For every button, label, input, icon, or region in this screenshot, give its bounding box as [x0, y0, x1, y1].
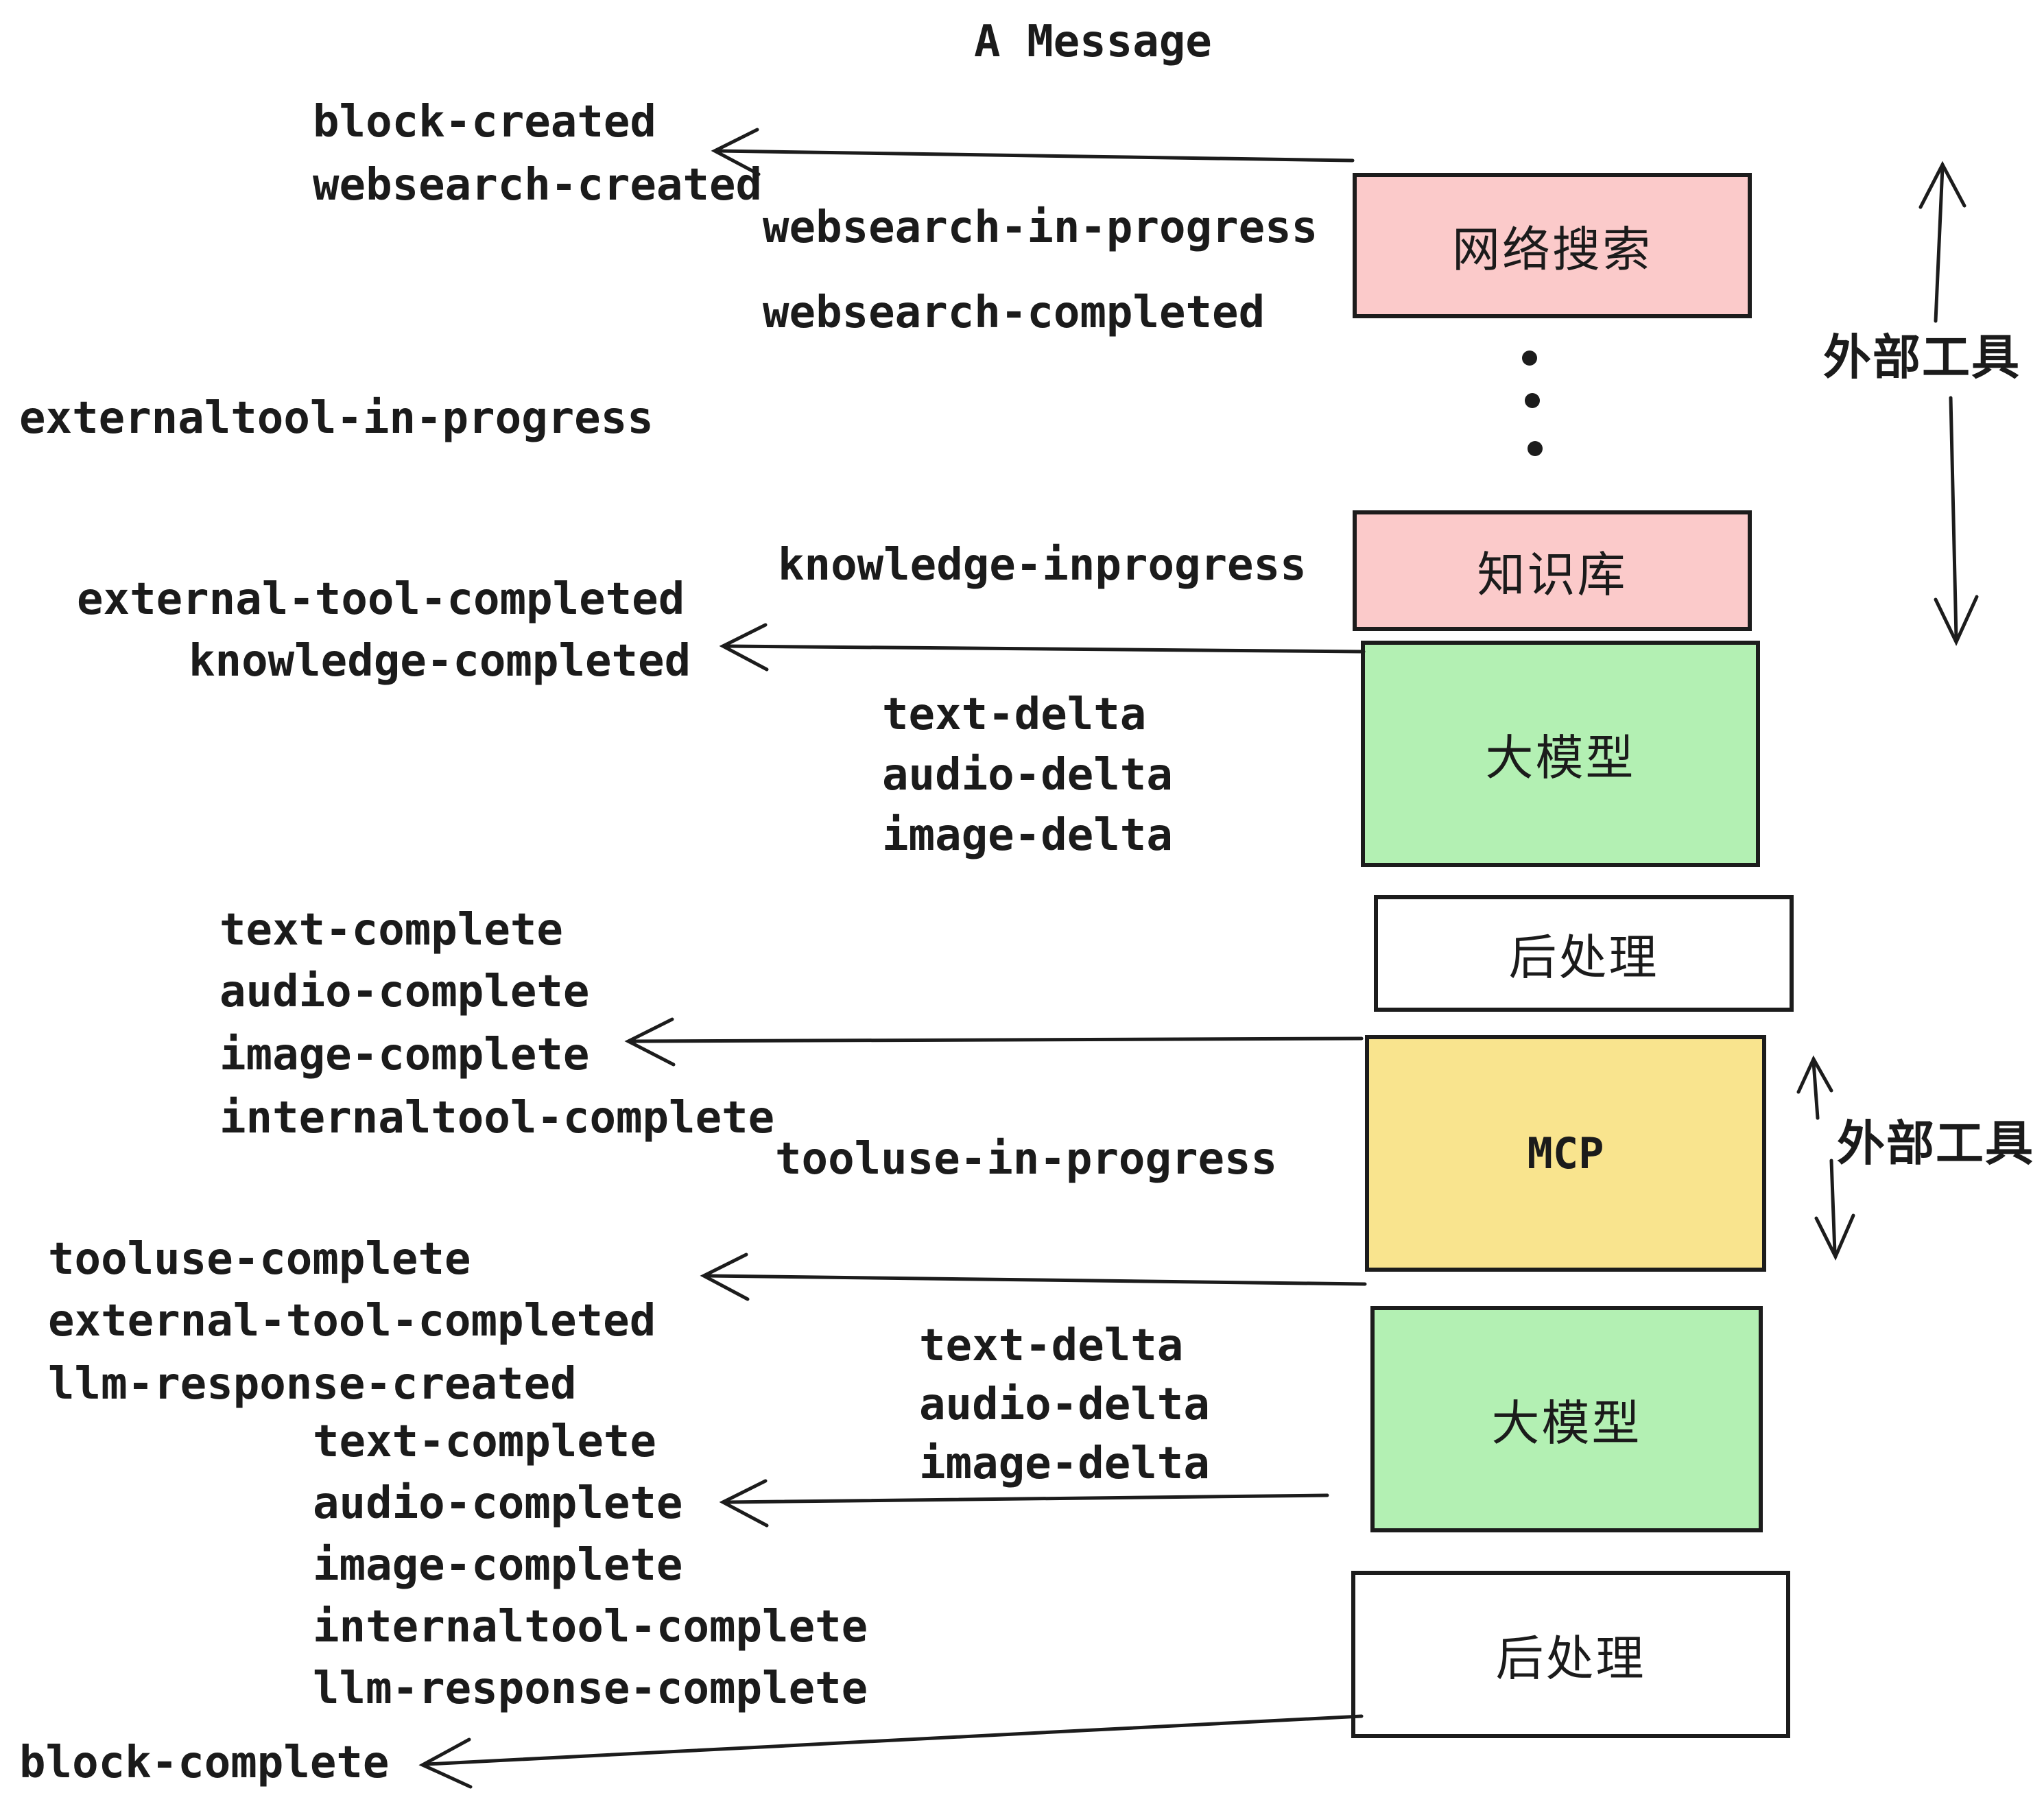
arrow-postprocess2-to-block-complete [418, 1714, 1364, 1789]
arrow-postprocess1-to-image-complete [624, 1017, 1364, 1067]
arrow-websearch-to-block-created [711, 128, 1355, 176]
event-label-image-delta-1: image-delta [882, 810, 1173, 861]
event-label-audio-complete-2: audio-complete [313, 1478, 683, 1529]
box-websearch: 网络搜索 [1353, 173, 1752, 318]
box-llm-2: 大模型 [1370, 1306, 1763, 1532]
event-label-websearch-completed: websearch-completed [763, 287, 1265, 338]
box-llm-1: 大模型 [1361, 641, 1760, 867]
event-label-tooluse-complete: tooluse-complete [48, 1234, 471, 1285]
annotation-external-tools-1: 外部工具 [1823, 329, 2021, 385]
event-label-external-tool-completed-2: external-tool-completed [48, 1296, 656, 1346]
box-mcp: MCP [1365, 1035, 1766, 1272]
page-title: A Message [974, 16, 1212, 67]
event-label-websearch-in-progress: websearch-in-progress [763, 202, 1318, 253]
external-tools-down-arrow-2 [1814, 1159, 1855, 1261]
event-label-block-created: block-created [313, 97, 656, 147]
event-label-image-complete-2: image-complete [313, 1540, 683, 1591]
event-label-knowledge-inprogress: knowledge-inprogress [778, 540, 1307, 591]
external-tools-up-arrow-1 [1918, 161, 1966, 323]
box-postprocess-1-label: 后处理 [1508, 929, 1659, 986]
event-label-text-delta-2: text-delta [919, 1320, 1184, 1371]
external-tools-down-arrow-1 [1934, 396, 1979, 646]
box-mcp-label: MCP [1527, 1128, 1604, 1178]
box-postprocess-2: 后处理 [1351, 1571, 1790, 1738]
event-label-llm-response-complete: llm-response-complete [313, 1663, 868, 1714]
event-label-knowledge-completed: knowledge-completed [189, 636, 691, 687]
event-label-externaltool-in-progress: externaltool-in-progress [19, 393, 654, 444]
box-knowledge-label: 知识库 [1477, 546, 1628, 603]
box-postprocess-2-label: 后处理 [1495, 1630, 1646, 1687]
box-knowledge: 知识库 [1353, 510, 1752, 631]
annotation-external-tools-2: 外部工具 [1837, 1115, 2034, 1172]
arrow-mcp-to-tooluse-complete [700, 1253, 1367, 1301]
event-label-text-complete-1: text-complete [219, 905, 563, 956]
box-postprocess-1: 后处理 [1374, 895, 1794, 1012]
event-label-internaltool-complete-2: internaltool-complete [313, 1602, 868, 1652]
event-label-block-complete: block-complete [19, 1737, 390, 1788]
box-llm-1-label: 大模型 [1485, 729, 1636, 786]
event-label-llm-response-created: llm-response-created [48, 1359, 577, 1410]
event-label-tooluse-in-progress: tooluse-in-progress [775, 1134, 1278, 1185]
arrow-llm1-to-knowledge-completed [719, 623, 1366, 672]
box-websearch-label: 网络搜索 [1452, 221, 1652, 278]
event-label-external-tool-completed: external-tool-completed [77, 574, 685, 625]
vertical-ellipsis-dots [1522, 351, 1543, 456]
event-label-internaltool-complete-1: internaltool-complete [219, 1093, 775, 1143]
event-label-text-delta-1: text-delta [882, 689, 1147, 740]
event-label-audio-delta-2: audio-delta [919, 1379, 1210, 1430]
event-label-audio-delta-1: audio-delta [882, 750, 1173, 800]
event-label-image-complete-1: image-complete [219, 1030, 590, 1080]
event-label-image-delta-2: image-delta [919, 1438, 1210, 1489]
event-label-audio-complete-1: audio-complete [219, 966, 590, 1017]
event-label-text-complete-2: text-complete [313, 1416, 656, 1467]
external-tools-up-arrow-2 [1796, 1055, 1833, 1120]
event-label-websearch-created: websearch-created [313, 160, 763, 211]
box-llm-2-label: 大模型 [1491, 1394, 1642, 1451]
